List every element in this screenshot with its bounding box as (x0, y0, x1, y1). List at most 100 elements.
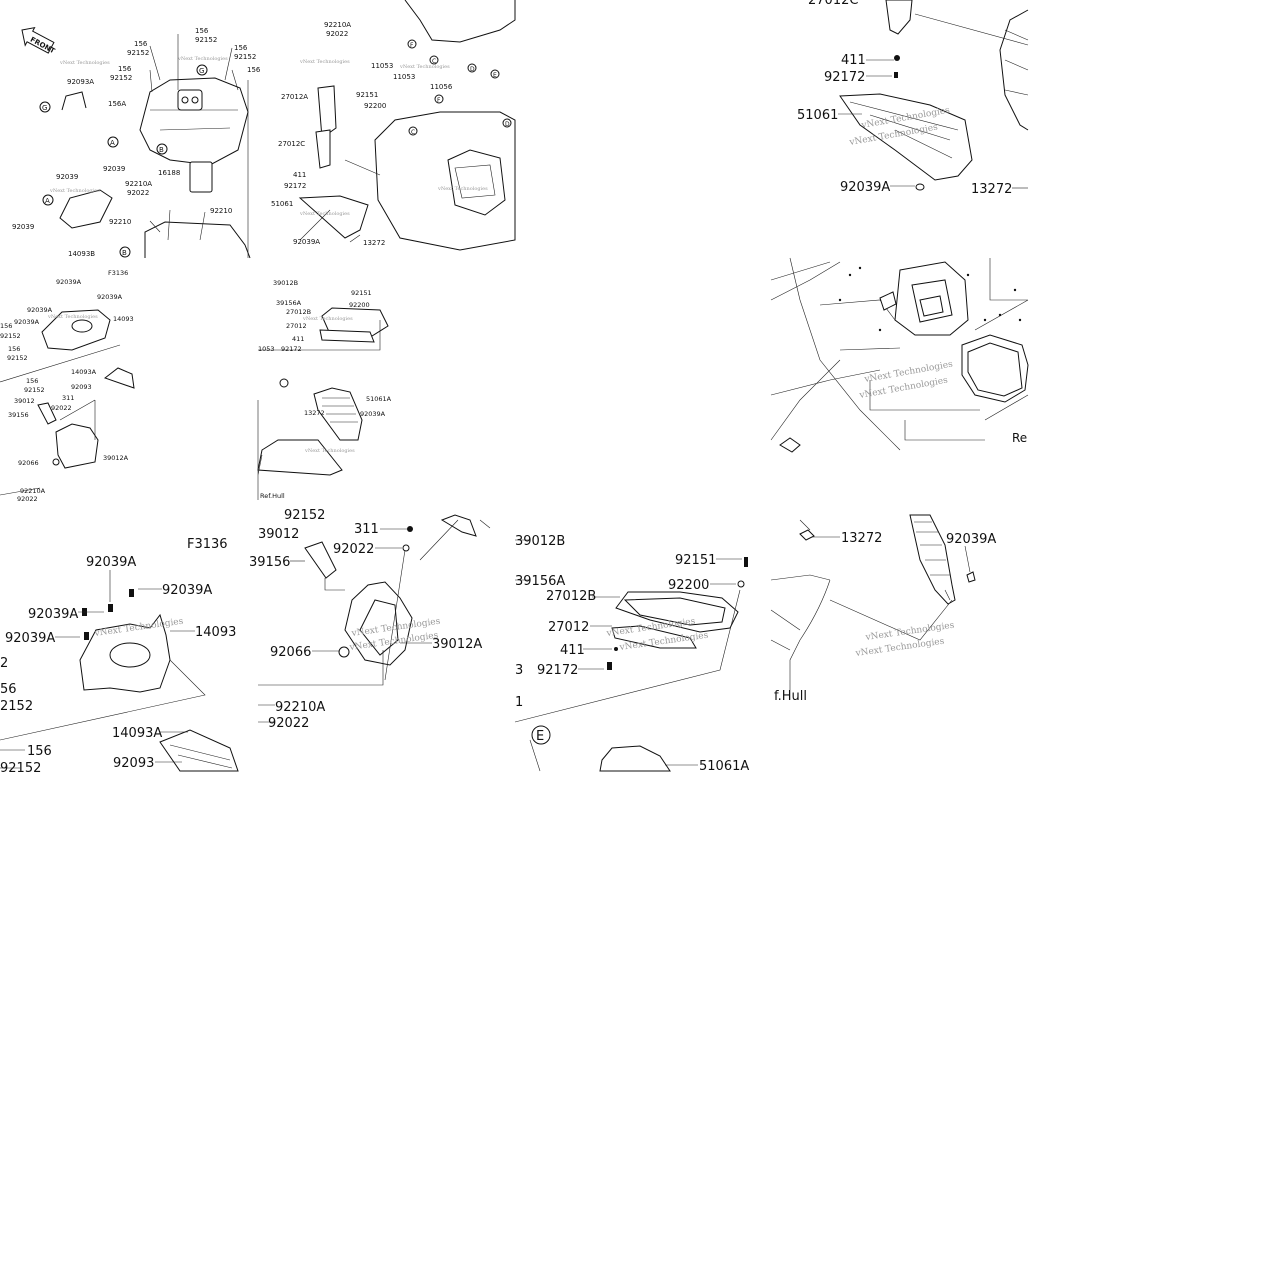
deck-part (374, 111, 516, 251)
part-label: 311 (62, 394, 74, 402)
part-label: 92210A (125, 180, 152, 188)
part-label: 51061 (797, 108, 838, 123)
part-label: 92151 (356, 91, 378, 99)
part-label: A (110, 139, 115, 147)
part-27012B (615, 591, 739, 633)
part-label: 3 (515, 663, 523, 678)
part-label: 92210A (324, 21, 351, 29)
part-label: 39012 (258, 527, 299, 542)
part-label: 92210A (275, 700, 325, 715)
part-label: 92039A (28, 607, 78, 622)
part-label: 92152 (110, 74, 132, 82)
part-label: G (199, 67, 204, 75)
part-label: 92210 (210, 207, 232, 215)
part-label: 92172 (281, 345, 302, 353)
part-label: 92039A (14, 318, 40, 326)
part-14093A-edge (440, 514, 477, 537)
part-label: 2 (0, 656, 8, 671)
part-label: Ref.Hull (260, 492, 285, 500)
part-label: vNext Technologies (437, 186, 488, 192)
part-label: 92152 (0, 332, 21, 340)
part-51061 (298, 195, 369, 239)
part-label: 39156 (8, 411, 29, 419)
console-part (894, 261, 969, 336)
part-27012A (317, 85, 337, 139)
part-label: 27012C (278, 140, 305, 148)
part-label: 92152 (195, 36, 217, 44)
part-label: 92200 (349, 301, 370, 309)
tile-overview: FRONT G A A B B G 156 92152 156 92152 (12, 26, 261, 259)
part-label: 27012 (286, 322, 307, 330)
tile-zoom-bottom-mid: 92152 39012 311 92022 39156 92066 39012A… (249, 508, 491, 731)
tile-zoom-deck: Re vNext Technologies vNext Technologies (770, 257, 1029, 453)
part-label: vNext Technologies (47, 314, 98, 320)
part-label: 92152 (7, 354, 28, 362)
part-label: D (470, 66, 475, 73)
deck-edge-part (999, 9, 1029, 131)
part-label: 92022 (17, 495, 38, 503)
part-label: F3136 (187, 537, 228, 552)
part-label: 156 (0, 322, 12, 330)
part-label: 156 (8, 345, 20, 353)
part-label: vNext Technologies (304, 448, 355, 454)
part-label: vNext Technologies (177, 56, 228, 62)
lower-body-part (144, 221, 251, 259)
part-label: E (493, 72, 497, 79)
tile-zoom-top-right: 27012C 411 92172 51061 92039A 13272 vNex… (797, 0, 1029, 197)
part-label: 11056 (430, 83, 453, 91)
part-label: 411 (560, 643, 585, 658)
part-27012C (315, 129, 331, 169)
hatch-part (961, 334, 1029, 403)
part-label: 156 (234, 44, 248, 52)
part-27012C (885, 0, 913, 35)
part-label: 2152 (0, 699, 33, 714)
part-label: 156 (134, 40, 148, 48)
part-label: C (432, 58, 436, 65)
part-label: 92151 (675, 553, 716, 568)
part-label: 92022 (326, 30, 348, 38)
part-label: 1 (515, 695, 523, 710)
part-51061A (909, 514, 956, 605)
part-label: 27012A (281, 93, 308, 101)
part-14093 (41, 309, 111, 351)
part-51061 (839, 93, 973, 181)
part-label: 92152 (234, 53, 256, 61)
part-27012 (319, 329, 375, 343)
part-label: F (410, 42, 414, 49)
part-label: vNext Technologies (399, 64, 450, 70)
part-label: 411 (292, 335, 304, 343)
part-label: 39156A (276, 299, 302, 307)
part-label: D (505, 121, 510, 128)
part-label: 92172 (284, 182, 306, 190)
part-label: 92022 (268, 716, 309, 731)
part-label: 14093A (71, 368, 97, 376)
part-label: 14093 (113, 315, 134, 323)
part-label: 92039 (56, 173, 78, 181)
part-label: 27012B (286, 308, 311, 316)
part-label: 14093B (68, 250, 95, 258)
part-label: 51061 (271, 200, 293, 208)
part-label: 92152 (0, 761, 41, 776)
part-39156 (37, 402, 57, 425)
part-label: 13272 (363, 239, 385, 247)
tile-overview-right: F C D E F C D 92210A 92022 11053 11053 1… (271, 0, 516, 251)
part-label: B (159, 146, 164, 154)
part-label: 11053 (371, 62, 393, 70)
part-label: 92066 (270, 645, 311, 660)
part-label: 13272 (304, 409, 325, 417)
part-label: 92039A (97, 293, 123, 301)
part-label: 39156 (249, 555, 290, 570)
part-label: 92093A (67, 78, 94, 86)
part-39012A (55, 423, 99, 469)
part-label: 311 (354, 522, 379, 537)
tile-front-detail: 92039A 92039A 92039A 92039A 14093 156 92… (0, 269, 392, 503)
part-label: E (536, 729, 544, 744)
part-label: 92200 (364, 102, 386, 110)
part-label: 156 (247, 66, 261, 74)
part-label: G (42, 104, 47, 112)
part-label: vNext Technologies (59, 60, 110, 66)
vent-part (59, 189, 113, 229)
tile-zoom-bottom-left: F3136 92039A 92039A 92039A 92039A 14093 … (0, 537, 239, 776)
part-label: 39012B (273, 279, 298, 287)
